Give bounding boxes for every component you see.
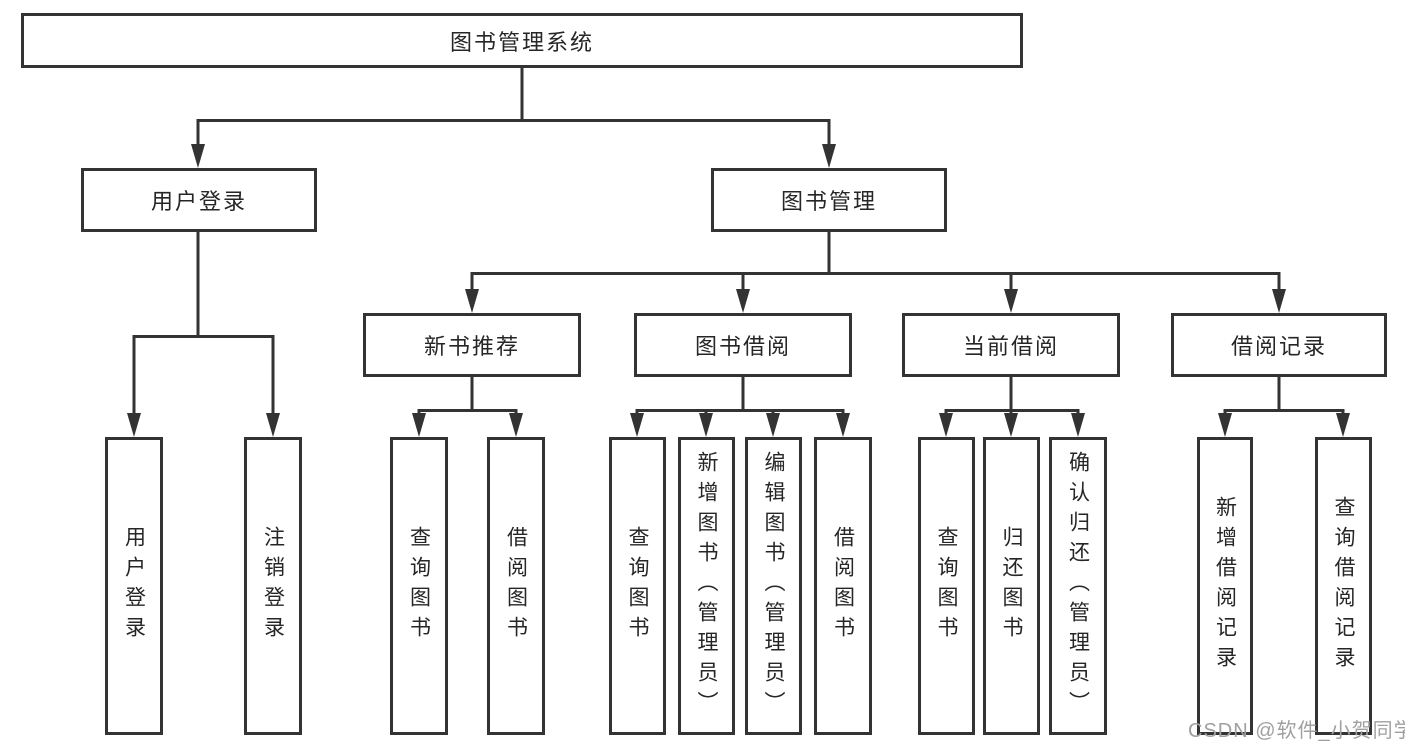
leaf-return-books: 归还图书 [983, 437, 1040, 735]
arrow-down-icon [822, 144, 836, 168]
leaf-confirm-return-admin-label: 确认归还（管理员） [1066, 451, 1090, 721]
leaf-query-books-current-label: 查询图书 [935, 526, 958, 646]
node-book-management: 图书管理 [711, 168, 947, 232]
leaf-user-login: 用户登录 [105, 437, 163, 735]
node-new-book-recommend-label: 新书推荐 [423, 334, 520, 359]
leaf-borrow-books-borrowing-label: 借阅图书 [831, 526, 855, 646]
arrow-down-icon [939, 413, 953, 437]
node-user-login-label: 用户登录 [150, 189, 247, 214]
arrow-down-icon [1218, 413, 1232, 437]
arrow-down-icon [191, 144, 205, 168]
leaf-return-books-label: 归还图书 [1000, 526, 1023, 646]
connector-user-login-branch [132, 232, 275, 415]
leaf-logout: 注销登录 [244, 437, 302, 735]
leaf-add-borrow-record: 新增借阅记录 [1197, 437, 1253, 735]
leaf-confirm-return-admin: 确认归还（管理员） [1049, 437, 1107, 735]
arrow-down-icon [766, 413, 780, 437]
arrow-down-icon [836, 413, 850, 437]
leaf-user-login-label: 用户登录 [122, 526, 146, 646]
node-book-management-label: 图书管理 [780, 189, 877, 214]
node-root-label: 图书管理系统 [449, 29, 594, 55]
arrow-down-icon [1272, 289, 1286, 313]
watermark: CSDN @软件_小贺同学 [1188, 720, 1405, 742]
leaf-edit-books-admin-label: 编辑图书（管理员） [762, 451, 785, 721]
leaf-query-books-borrowing: 查询图书 [609, 437, 666, 735]
arrow-down-icon [509, 413, 523, 437]
arrow-down-icon [1071, 413, 1085, 437]
leaf-borrow-books-borrowing: 借阅图书 [814, 437, 872, 735]
leaf-query-borrow-record-label: 查询借阅记录 [1332, 496, 1355, 676]
arrow-down-icon [127, 413, 141, 437]
leaf-add-borrow-record-label: 新增借阅记录 [1213, 496, 1237, 676]
arrow-down-icon [266, 413, 280, 437]
arrow-down-icon [736, 289, 750, 313]
connector-book-management-branch [470, 232, 1281, 291]
node-borrowing-records-label: 借阅记录 [1230, 334, 1327, 359]
leaf-query-borrow-record: 查询借阅记录 [1315, 437, 1372, 735]
leaf-edit-books-admin: 编辑图书（管理员） [745, 437, 802, 735]
connector-book-borrowing-branch [635, 377, 845, 416]
node-user-login: 用户登录 [81, 168, 317, 232]
leaf-add-books-admin: 新增图书（管理员） [678, 437, 735, 735]
connector-new-book-recommend-branch [417, 377, 518, 416]
node-current-borrowing-label: 当前借阅 [962, 334, 1059, 359]
connector-current-borrowing-branch [944, 377, 1080, 416]
node-borrowing-records: 借阅记录 [1171, 313, 1387, 377]
arrow-down-icon [465, 289, 479, 313]
leaf-add-books-admin-label: 新增图书（管理员） [695, 451, 718, 721]
node-book-borrowing-label: 图书借阅 [694, 334, 791, 359]
arrowhead-group [127, 144, 1350, 437]
leaf-borrow-books-recommend-label: 借阅图书 [504, 526, 528, 646]
leaf-query-books-recommend-label: 查询图书 [407, 526, 431, 646]
connector-borrowing-records-branch [1223, 377, 1345, 416]
node-current-borrowing: 当前借阅 [902, 313, 1120, 377]
leaf-query-books-recommend: 查询图书 [390, 437, 448, 735]
leaf-logout-label: 注销登录 [261, 526, 285, 646]
connector-root-to-level2 [196, 67, 831, 146]
leaf-query-books-borrowing-label: 查询图书 [626, 526, 649, 646]
node-new-book-recommend: 新书推荐 [363, 313, 581, 377]
arrow-down-icon [699, 413, 713, 437]
arrow-down-icon [630, 413, 644, 437]
arrow-down-icon [1336, 413, 1350, 437]
node-book-borrowing: 图书借阅 [634, 313, 852, 377]
arrow-down-icon [1004, 413, 1018, 437]
arrow-down-icon [1004, 289, 1018, 313]
leaf-query-books-current: 查询图书 [918, 437, 975, 735]
leaf-borrow-books-recommend: 借阅图书 [487, 437, 545, 735]
node-root: 图书管理系统 [21, 13, 1023, 68]
arrow-down-icon [412, 413, 426, 437]
